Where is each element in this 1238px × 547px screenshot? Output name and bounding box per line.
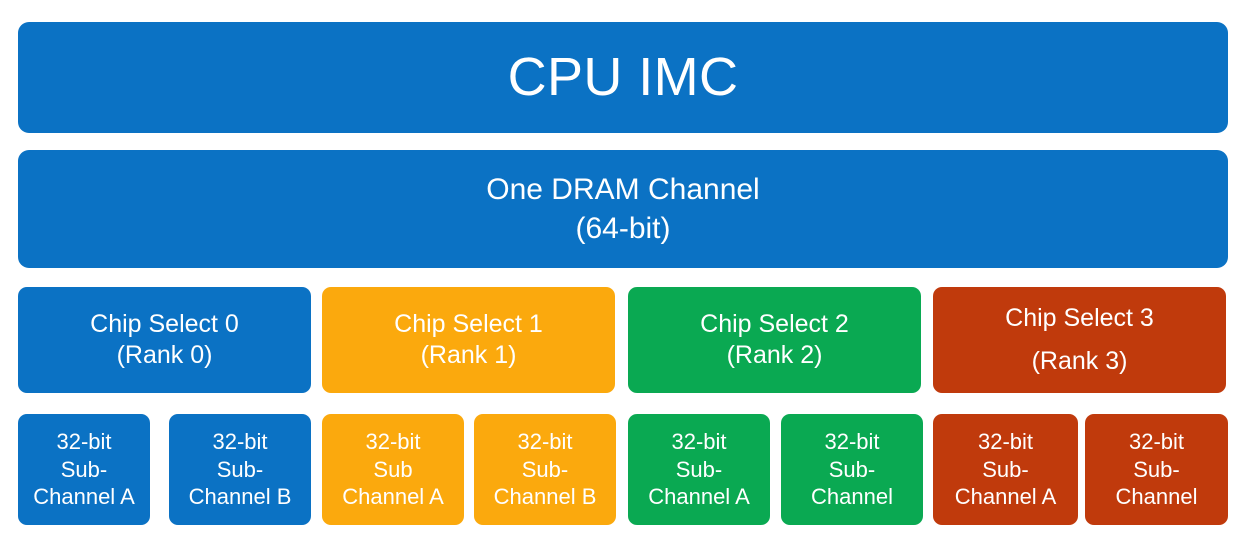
sub-channel-5-line2: Sub- xyxy=(828,456,876,482)
sub-channel-0-block: 32-bit Sub- Channel A xyxy=(18,414,150,525)
sub-channel-5-line3: Channel xyxy=(811,484,893,510)
sub-channel-3-line2: Sub- xyxy=(521,456,569,482)
sub-channel-6-line3: Channel A xyxy=(954,484,1057,510)
sub-channel-6-block: 32-bit Sub- Channel A xyxy=(933,414,1078,525)
chip-select-1-rank: (Rank 1) xyxy=(420,341,517,369)
sub-channel-1-line2: Sub- xyxy=(216,456,264,482)
dram-channel-label: One DRAM Channel xyxy=(486,172,760,206)
chip-select-2-block: Chip Select 2 (Rank 2) xyxy=(628,287,921,393)
sub-channel-7-line3: Channel xyxy=(1115,484,1198,510)
chip-select-0-title: Chip Select 0 xyxy=(90,309,239,338)
sub-channel-2-line3: Channel A xyxy=(342,484,444,510)
sub-channel-7-line2: Sub- xyxy=(1133,456,1180,482)
sub-channel-4-line2: Sub- xyxy=(675,456,723,482)
chip-select-3-title: Chip Select 3 xyxy=(1005,304,1154,332)
sub-channel-1-block: 32-bit Sub- Channel B xyxy=(169,414,311,525)
sub-channel-4-block: 32-bit Sub- Channel A xyxy=(628,414,770,525)
sub-channel-3-block: 32-bit Sub- Channel B xyxy=(474,414,616,525)
chip-select-2-title: Chip Select 2 xyxy=(700,309,849,338)
chip-select-0-block: Chip Select 0 (Rank 0) xyxy=(18,287,311,393)
sub-channel-3-line3: Channel B xyxy=(493,484,597,510)
sub-channel-4-line3: Channel A xyxy=(648,484,750,510)
sub-channel-0-line2: Sub- xyxy=(60,456,108,482)
cpu-imc-label: CPU IMC xyxy=(507,46,739,107)
sub-channel-4-line1: 32-bit xyxy=(671,429,727,455)
chip-select-0-rank: (Rank 0) xyxy=(116,341,213,369)
chip-select-1-block: Chip Select 1 (Rank 1) xyxy=(322,287,615,393)
sub-channel-0-line3: Channel A xyxy=(33,484,135,510)
sub-channel-3-line1: 32-bit xyxy=(517,429,573,455)
sub-channel-7-block: 32-bit Sub- Channel xyxy=(1085,414,1228,525)
dram-channel-width-label: (64-bit) xyxy=(575,212,671,245)
sub-channel-5-line1: 32-bit xyxy=(824,429,880,455)
sub-channel-2-block: 32-bit Sub Channel A xyxy=(322,414,464,525)
sub-channel-1-line1: 32-bit xyxy=(212,429,268,455)
sub-channel-2-line2: Sub xyxy=(373,456,413,482)
sub-channel-1-line3: Channel B xyxy=(188,484,292,510)
chip-select-2-rank: (Rank 2) xyxy=(726,341,823,369)
sub-channel-6-line1: 32-bit xyxy=(977,429,1034,455)
dram-channel-block: One DRAM Channel (64-bit) xyxy=(18,150,1228,268)
sub-channel-5-block: 32-bit Sub- Channel xyxy=(781,414,923,525)
chip-select-3-block: Chip Select 3 (Rank 3) xyxy=(933,287,1226,393)
sub-channel-0-line1: 32-bit xyxy=(56,429,112,455)
chip-select-1-title: Chip Select 1 xyxy=(394,309,543,338)
sub-channel-2-line1: 32-bit xyxy=(365,429,421,455)
chip-select-3-rank: (Rank 3) xyxy=(1031,346,1128,375)
cpu-imc-block: CPU IMC xyxy=(18,22,1228,133)
sub-channel-6-line2: Sub- xyxy=(982,456,1029,482)
sub-channel-7-line1: 32-bit xyxy=(1128,429,1185,455)
